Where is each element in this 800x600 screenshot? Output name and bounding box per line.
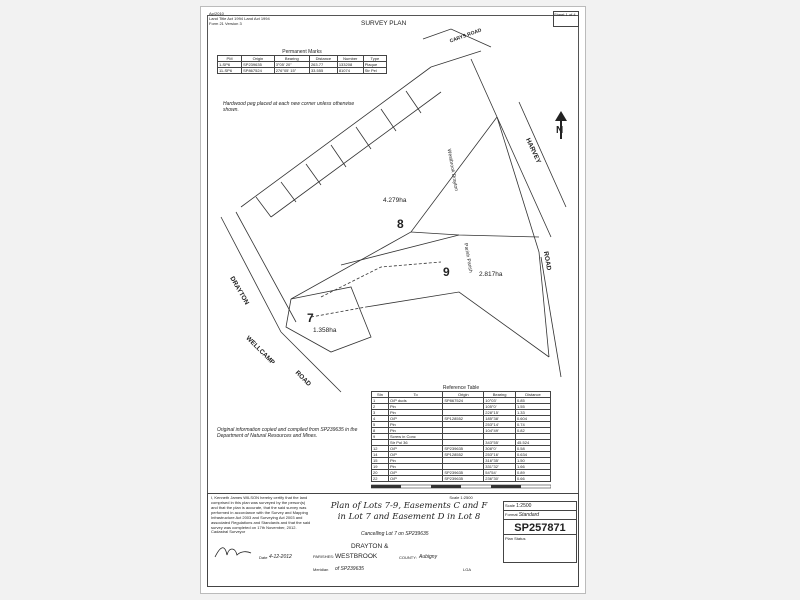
permanent-marks-title: Permanent Marks bbox=[282, 49, 322, 55]
date-value: 4-12-2012 bbox=[269, 554, 292, 560]
meridian-value: of SP239635 bbox=[335, 566, 364, 572]
cadastral-surveyor-label: Cadastral Surveyor bbox=[211, 529, 246, 534]
scale-bar-label: Scale 1:2500 bbox=[449, 495, 473, 500]
lot-8-area: 4.279ha bbox=[383, 197, 407, 204]
county-value: Aubigny bbox=[419, 554, 438, 560]
sheet-value: 1 bbox=[565, 12, 568, 17]
table-cell: Str Pel bbox=[362, 67, 388, 74]
survey-plan-sheet: Ap/2010 Land Title Act 1994 Land Act 199… bbox=[200, 6, 586, 594]
lot-7-area: 1.358ha bbox=[313, 327, 337, 334]
scale-bar-graphic bbox=[370, 484, 552, 489]
form-code: Ap/2010 bbox=[209, 11, 224, 16]
lot-8-number: 8 bbox=[397, 217, 404, 231]
county-label: COUNTY: bbox=[399, 555, 417, 560]
lot-9-area: 2.817ha bbox=[479, 271, 503, 278]
sheet-box: Sheet 1 of 4 bbox=[553, 11, 579, 27]
form-reference: Form 21 Version 3 bbox=[209, 21, 242, 26]
north-arrow: N bbox=[551, 111, 571, 141]
scale-label: Scale bbox=[505, 503, 516, 508]
of-value: 4 bbox=[573, 12, 576, 17]
reference-table-title: Reference Table bbox=[442, 385, 480, 391]
info-note: Original information copied and compiled… bbox=[217, 427, 358, 439]
lot-7-number: 7 bbox=[307, 311, 314, 325]
format-value: Standard bbox=[518, 512, 540, 518]
scale-row: Scale 1:2500 bbox=[504, 502, 576, 511]
locality-line-2: WESTBROOK bbox=[335, 553, 378, 560]
meridian-label: Meridian bbox=[313, 567, 329, 572]
lot-9-number: 9 bbox=[443, 265, 450, 279]
of-label: of bbox=[568, 12, 573, 17]
plan-title: Plan of Lots 7-9, Easements C and F in L… bbox=[319, 501, 499, 523]
table-cell: 0.66 bbox=[514, 475, 552, 482]
certificate-text: I, Kenneth James WILSON hereby certify t… bbox=[211, 495, 311, 530]
plan-heading: SURVEY PLAN bbox=[361, 20, 407, 27]
surveyor-signature bbox=[214, 547, 252, 558]
plan-number: SP257871 bbox=[504, 520, 576, 535]
survey-drawing bbox=[220, 28, 567, 393]
plan-details-box: Scale 1:2500 Format Standard SP257871 Pl… bbox=[503, 501, 577, 563]
cancelling-text: Cancelling Lot 7 on SP239635 bbox=[361, 531, 429, 537]
plan-title-line-2: in Lot 7 and Easement D in Lot 8 bbox=[337, 512, 481, 522]
table-cell: 11-SP6 bbox=[216, 67, 243, 74]
scale-bar: Scale 1:2500 bbox=[370, 477, 552, 500]
plan-title-line-1: Plan of Lots 7-9, Easements C and F bbox=[330, 501, 488, 511]
acts-text: Land Title Act 1994 Land Act 1994 bbox=[209, 16, 270, 21]
lga-label: LGA bbox=[463, 567, 472, 572]
sheet-label: Sheet bbox=[554, 12, 565, 17]
table-cell: 33.555 bbox=[308, 67, 338, 74]
scale-value: 1:2500 bbox=[516, 503, 532, 509]
format-label: Format bbox=[505, 512, 518, 517]
format-row: Format Standard bbox=[504, 511, 576, 520]
table-cell: 276°05' 15" bbox=[273, 67, 310, 74]
north-label: N bbox=[556, 125, 564, 136]
title-block bbox=[207, 493, 579, 587]
locality-line-1: DRAYTON & bbox=[351, 543, 389, 550]
plan-status-label: Plan Status bbox=[505, 536, 526, 541]
table-cell: SP239635 bbox=[442, 475, 485, 482]
date-label: Date bbox=[259, 555, 268, 560]
parishes-label: PARISHES: bbox=[313, 554, 335, 559]
north-arrow-icon bbox=[555, 111, 567, 139]
table-cell: O/P bbox=[387, 475, 444, 482]
hardwood-peg-note: Hardwood peg placed at each new corner u… bbox=[223, 101, 355, 113]
